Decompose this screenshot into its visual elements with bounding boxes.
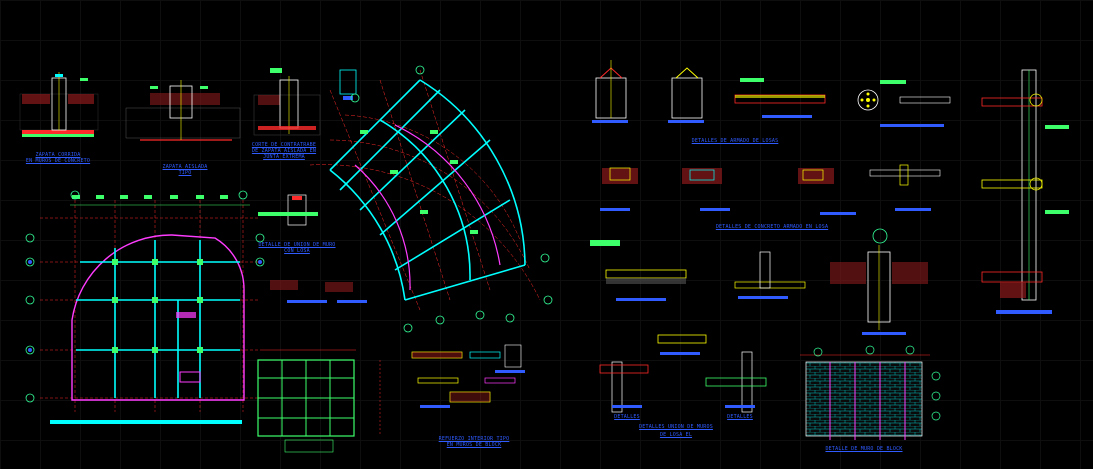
zapata-corrida-detail [19, 72, 99, 137]
label-panel-block: DETALLE DE MURO DE BLOCK [825, 446, 903, 452]
refuerzo-details [411, 344, 525, 408]
muro-losa-detail [258, 194, 367, 303]
label-de-losa: DE LOSA EL [659, 432, 693, 438]
label-detalles-a: DETALLES [614, 414, 640, 420]
losa-details-row3 [590, 228, 928, 335]
losa-details-row1 [592, 60, 951, 127]
floor-plan-arched [40, 195, 258, 424]
losa-details-row2 [600, 164, 941, 215]
label-armado-losas: DETALLES DE ARMADO DE LOSAS [691, 138, 779, 144]
zapata-aislada-detail [125, 68, 282, 141]
axis-markers-left [25, 190, 265, 403]
label-union-muros: DETALLES UNION DE MUROS [639, 424, 713, 430]
curved-wing-plan [309, 69, 541, 311]
label-concreto-armado: DETALLES DE CONCRETO ARMADO EN LOSA [715, 224, 829, 230]
block-wall-grid [257, 349, 381, 453]
label-detalles-b: DETALLES [727, 414, 753, 420]
axis-markers-curved [350, 65, 553, 333]
contratrabe-detail [253, 69, 357, 136]
union-muros-details [599, 334, 767, 413]
wall-section-right [981, 69, 1069, 314]
block-pattern-panel [800, 345, 941, 440]
